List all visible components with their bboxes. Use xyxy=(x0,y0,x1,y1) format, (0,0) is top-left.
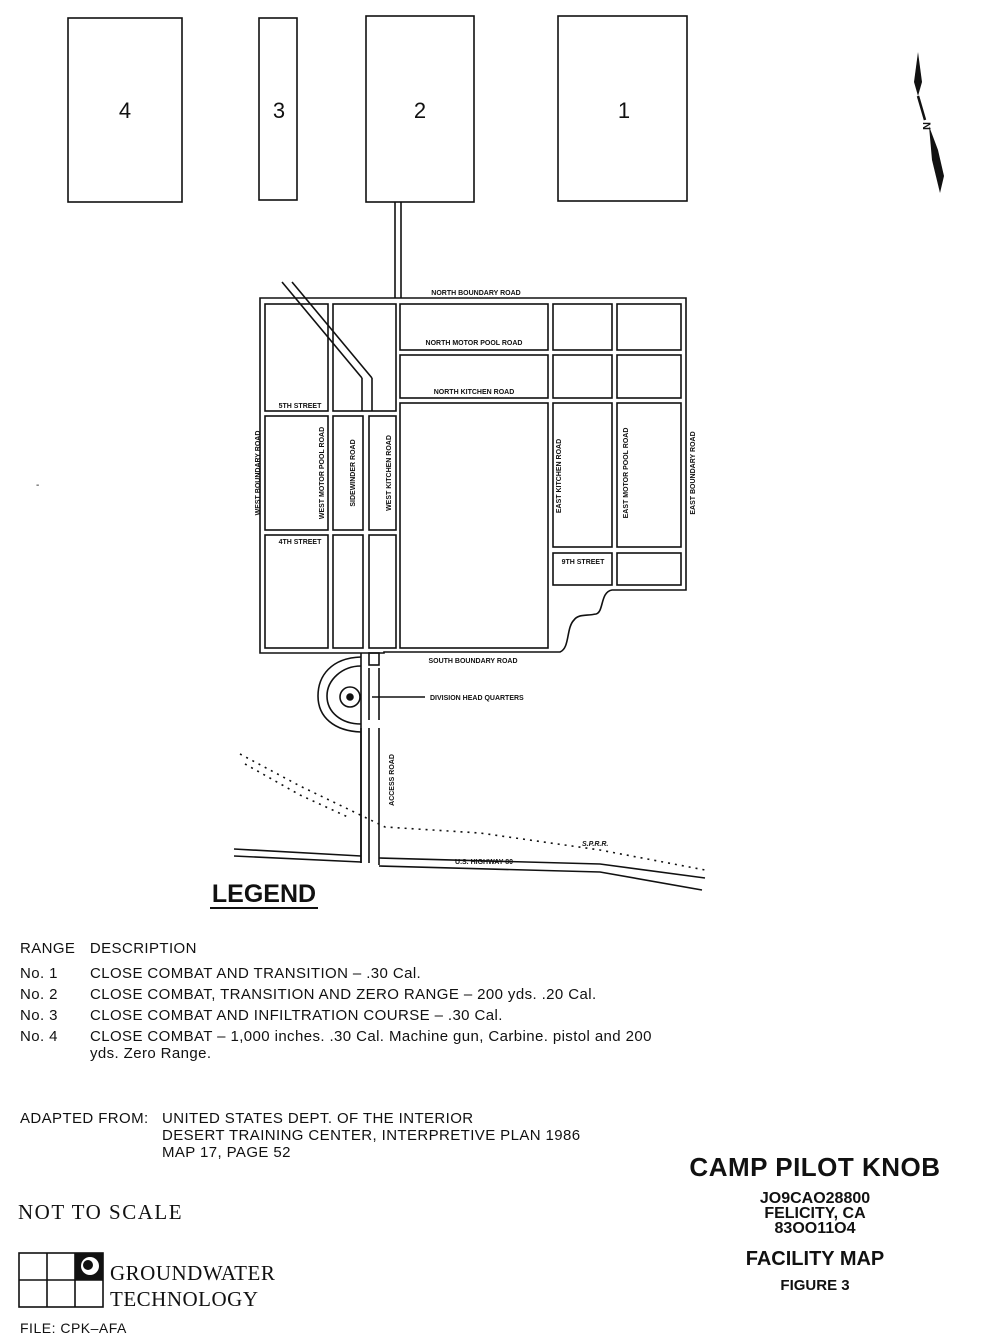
range-4-label: 4 xyxy=(119,98,131,123)
us-highway-80 xyxy=(233,848,706,879)
legend-row-desc: CLOSE COMBAT AND INFILTRATION COURSE – .… xyxy=(90,1007,503,1024)
map-title: CAMP PILOT KNOB xyxy=(689,1152,941,1182)
division-hq-loop[interactable] xyxy=(317,656,362,733)
sprr-label: S.P.R.R. xyxy=(582,841,608,848)
ninth-street-label: 9TH STREET xyxy=(562,559,606,566)
legend-row-desc: CLOSE COMBAT AND TRANSITION – .30 Cal. xyxy=(90,965,422,982)
legend-title: LEGEND xyxy=(212,880,316,908)
not-to-scale-note: NOT TO SCALE xyxy=(18,1200,184,1224)
adapted-from: ADAPTED FROM: UNITED STATES DEPT. OF THE… xyxy=(20,1110,581,1161)
north-kitchen-road-label: NORTH KITCHEN ROAD xyxy=(434,389,515,396)
adapted-line: UNITED STATES DEPT. OF THE INTERIOR xyxy=(162,1110,474,1127)
legend-table: RANGE DESCRIPTION No. 1 CLOSE COMBAT AND… xyxy=(20,940,690,1066)
legend-row-no: No. 3 xyxy=(20,1007,58,1024)
east-kitchen-road-label: EAST KITCHEN ROAD xyxy=(556,439,563,513)
east-motor-pool-road-label: EAST MOTOR POOL ROAD xyxy=(623,428,630,519)
stray-mark: - xyxy=(36,480,39,491)
legend-row: No. 1 CLOSE COMBAT AND TRANSITION – .30 … xyxy=(20,965,690,982)
adapted-line: DESERT TRAINING CENTER, INTERPRETIVE PLA… xyxy=(162,1127,581,1144)
north-boundary-road-label: NORTH BOUNDARY ROAD xyxy=(431,290,520,297)
railroad-sprr xyxy=(239,753,706,871)
legend-row-no: No. 2 xyxy=(20,986,58,1003)
adapted-key: ADAPTED FROM: xyxy=(20,1110,149,1127)
legend-row: No. 4 CLOSE COMBAT – 1,000 inches. .30 C… xyxy=(20,1028,690,1062)
range-3-label: 3 xyxy=(273,98,285,123)
north-label: N xyxy=(920,122,932,130)
legend-col-desc: DESCRIPTION xyxy=(89,940,197,957)
west-kitchen-road-label: WEST KITCHEN ROAD xyxy=(386,435,393,511)
file-name: FILE: CPK–AFA xyxy=(20,1320,127,1336)
highway-80-label: U.S. HIGHWAY 80 xyxy=(455,859,513,866)
range-3-area[interactable] xyxy=(258,17,298,201)
legend-col-range: RANGE xyxy=(20,940,76,957)
sidewinder-road-label: SIDEWINDER ROAD xyxy=(350,439,357,506)
south-boundary-road-label: SOUTH BOUNDARY ROAD xyxy=(428,658,517,665)
legend-row-desc: CLOSE COMBAT, TRANSITION AND ZERO RANGE … xyxy=(90,986,597,1003)
range-1-area[interactable] xyxy=(557,15,688,202)
fifth-street-label: 5TH STREET xyxy=(279,403,323,410)
company-logo: GROUNDWATER TECHNOLOGY xyxy=(18,1252,288,1312)
division-hq-label: DIVISION HEAD QUARTERS xyxy=(430,695,524,702)
map-name: FACILITY MAP xyxy=(745,1248,885,1270)
west-boundary-road-label: WEST BOUNDARY ROAD xyxy=(255,431,262,516)
adapted-line: MAP 17, PAGE 52 xyxy=(162,1144,291,1161)
north-arrow-icon: N xyxy=(914,52,944,193)
range-4-area[interactable] xyxy=(67,17,183,203)
legend-row-no: No. 4 xyxy=(20,1028,58,1045)
north-motor-pool-road-label: NORTH MOTOR POOL ROAD xyxy=(426,340,523,347)
legend-row: No. 3 CLOSE COMBAT AND INFILTRATION COUR… xyxy=(20,1007,690,1024)
company-name-line1: GROUNDWATER xyxy=(110,1261,276,1285)
project-number: 83OO11O4 xyxy=(774,1220,856,1237)
figure-number: FIGURE 3 xyxy=(780,1277,850,1294)
groundwater-logo-icon xyxy=(18,1252,104,1308)
facility-map: 4 3 2 1 N NORTH BOUNDARY ROAD NORTH MOTO… xyxy=(36,15,944,909)
title-block: CAMP PILOT KNOB JO9CAO28800 FELICITY, CA… xyxy=(670,1152,960,1294)
range-2-label: 2 xyxy=(414,98,426,123)
site-id: JO9CAO28800 xyxy=(759,1190,871,1207)
company-name-line2: TECHNOLOGY xyxy=(110,1287,259,1311)
legend-row: No. 2 CLOSE COMBAT, TRANSITION AND ZERO … xyxy=(20,986,690,1003)
west-motor-pool-road-label: WEST MOTOR POOL ROAD xyxy=(319,427,326,519)
range-2-area[interactable] xyxy=(365,15,475,203)
legend-row-desc: CLOSE COMBAT – 1,000 inches. .30 Cal. Ma… xyxy=(90,1028,652,1062)
fourth-street-label: 4TH STREET xyxy=(279,539,323,546)
camp-boundary xyxy=(259,297,687,654)
east-boundary-road-label: EAST BOUNDARY ROAD xyxy=(690,431,697,514)
legend-row-no: No. 1 xyxy=(20,965,58,982)
range-1-label: 1 xyxy=(618,98,630,123)
site-location: FELICITY, CA xyxy=(764,1205,866,1222)
access-road-label: ACCESS ROAD xyxy=(389,754,396,806)
